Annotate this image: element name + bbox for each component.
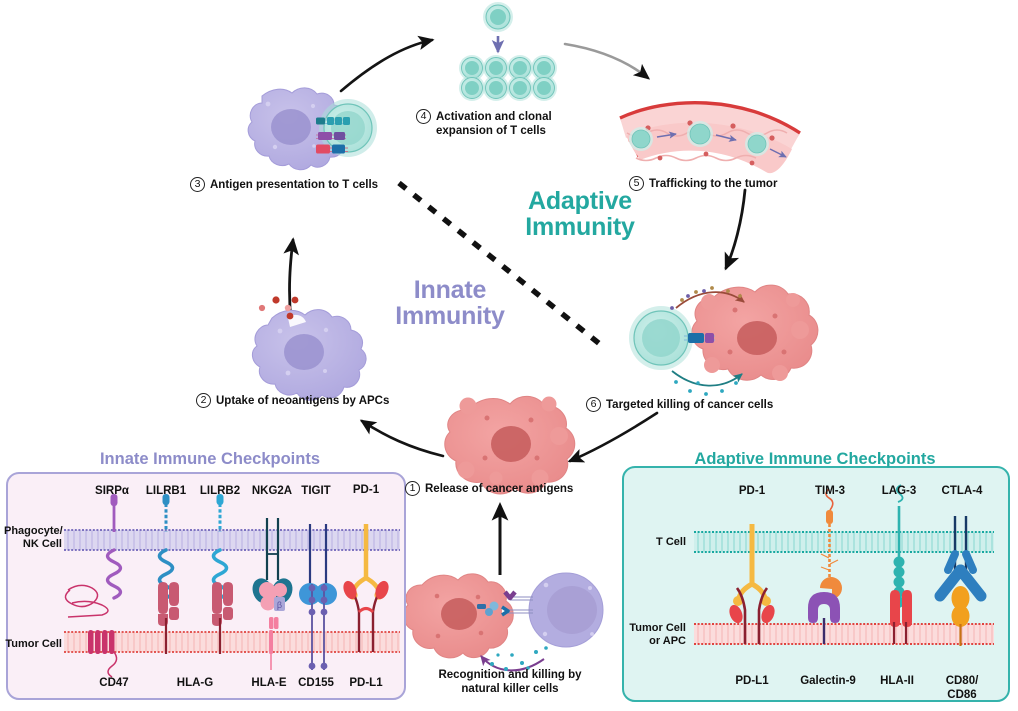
step-6-number: 6 <box>586 397 601 412</box>
tumor-membrane-innate <box>64 631 400 653</box>
pair-sirpa-cd47 <box>64 494 123 678</box>
innate-ligand-cd155: CD155 <box>298 677 334 689</box>
innate-panel-graphics: β <box>64 494 400 678</box>
innate-panel-title: Innate Immune Checkpoints <box>99 450 321 468</box>
step-5-number: 5 <box>629 176 644 191</box>
innate-adaptive-divider <box>397 180 603 348</box>
adaptive-row-label-tcell: T Cell <box>656 536 686 548</box>
step-5-label: Trafficking to the tumor <box>649 178 778 190</box>
step-5-trafficking-to-tumor: 5 Trafficking to the tumor <box>629 176 778 191</box>
tcell-membrane <box>694 531 994 553</box>
step-2-number: 2 <box>196 393 211 408</box>
innate-ligand-hlag: HLA-G <box>176 677 214 689</box>
innate-checkpoints-panel <box>6 472 406 700</box>
pair-nkg2a-hlae: β <box>252 518 293 670</box>
pair-lilrb2-hlag <box>211 494 233 654</box>
adaptive-receptor-ctla4: CTLA-4 <box>941 485 983 497</box>
adaptive-panel-graphics <box>694 484 994 646</box>
innate-receptor-nkg2a: NKG2A <box>251 485 293 497</box>
pair-pd1-pdl1-adaptive <box>729 524 775 644</box>
step-4-activation-clonal-expansion: 4 Activation and clonal expansion of T c… <box>416 109 552 138</box>
cancer-antigen-release-illustration <box>444 395 576 495</box>
pair-lag3-hla2 <box>890 484 912 644</box>
innate-row-label-tumor: Tumor Cell <box>5 638 62 650</box>
clonal-expansion-illustration <box>459 2 557 101</box>
adaptive-ligand-galectin9: Galectin-9 <box>800 675 856 687</box>
pair-lilrb1-hlag <box>157 494 179 654</box>
adaptive-row-label-tumor-apc: Tumor Cell or APC <box>629 622 686 648</box>
step-1-release-of-cancer-antigens: 1 Release of cancer antigens <box>405 481 574 496</box>
phagocyte-membrane <box>64 529 400 551</box>
adaptive-receptor-pd1: PD-1 <box>738 485 766 497</box>
innate-receptor-sirpa: SIRPα <box>95 485 129 497</box>
pair-pd1-pdl1-innate <box>343 524 389 652</box>
pair-ctla4-cd80 <box>934 516 987 646</box>
innate-row-label-phagocyte: Phagocyte/ NK Cell <box>4 525 63 551</box>
innate-ligand-pdl1: PD-L1 <box>349 677 383 689</box>
apc-uptake-illustration <box>252 296 367 401</box>
step-4-number: 4 <box>416 109 431 124</box>
step-1-number: 1 <box>405 481 420 496</box>
innate-receptor-tigit: TIGIT <box>301 485 331 497</box>
innate-receptor-pd1: PD-1 <box>352 484 380 496</box>
nk-recognition-caption: Recognition and killing by natural kille… <box>438 669 582 696</box>
targeted-killing-illustration <box>629 284 819 396</box>
adaptive-receptor-lag3: LAG-3 <box>881 485 917 497</box>
blood-vessel-illustration <box>619 101 801 174</box>
pair-tim3-galectin9 <box>808 488 842 644</box>
tumor-apc-membrane <box>694 623 994 645</box>
antigen-presentation-illustration <box>247 87 377 171</box>
step-3-label: Antigen presentation to T cells <box>210 179 379 191</box>
innate-receptor-lilrb2: LILRB2 <box>199 485 241 497</box>
pair-tigit-cd155 <box>299 524 337 670</box>
innate-ligand-hlae: HLA-E <box>251 677 287 689</box>
innate-receptor-lilrb1: LILRB1 <box>145 485 187 497</box>
step-1-label: Release of cancer antigens <box>425 483 574 495</box>
adaptive-ligand-hla2: HLA-II <box>880 675 914 687</box>
step-6-targeted-killing: 6 Targeted killing of cancer cells <box>586 397 774 412</box>
adaptive-immunity-title: Adaptive Immunity <box>525 187 635 242</box>
adaptive-ligand-pdl1: PD-L1 <box>735 675 769 687</box>
step-2-label: Uptake of neoantigens by APCs <box>216 395 390 407</box>
step-6-label: Targeted killing of cancer cells <box>606 399 774 411</box>
step-3-number: 3 <box>190 177 205 192</box>
innate-immunity-title: Innate Immunity <box>395 276 505 331</box>
adaptive-ligand-cd80-cd86: CD80/ CD86 <box>945 675 979 701</box>
step-4-label: Activation and clonal expansion of T cel… <box>436 111 552 138</box>
svg-text:β: β <box>277 600 282 610</box>
adaptive-panel-title: Adaptive Immune Checkpoints <box>694 450 936 468</box>
step-3-antigen-presentation: 3 Antigen presentation to T cells <box>190 177 379 192</box>
adaptive-receptor-tim3: TIM-3 <box>814 485 846 497</box>
innate-ligand-cd47: CD47 <box>99 677 129 689</box>
nk-recognition-illustration <box>402 572 604 672</box>
step-2-uptake-of-neoantigens: 2 Uptake of neoantigens by APCs <box>196 393 390 408</box>
